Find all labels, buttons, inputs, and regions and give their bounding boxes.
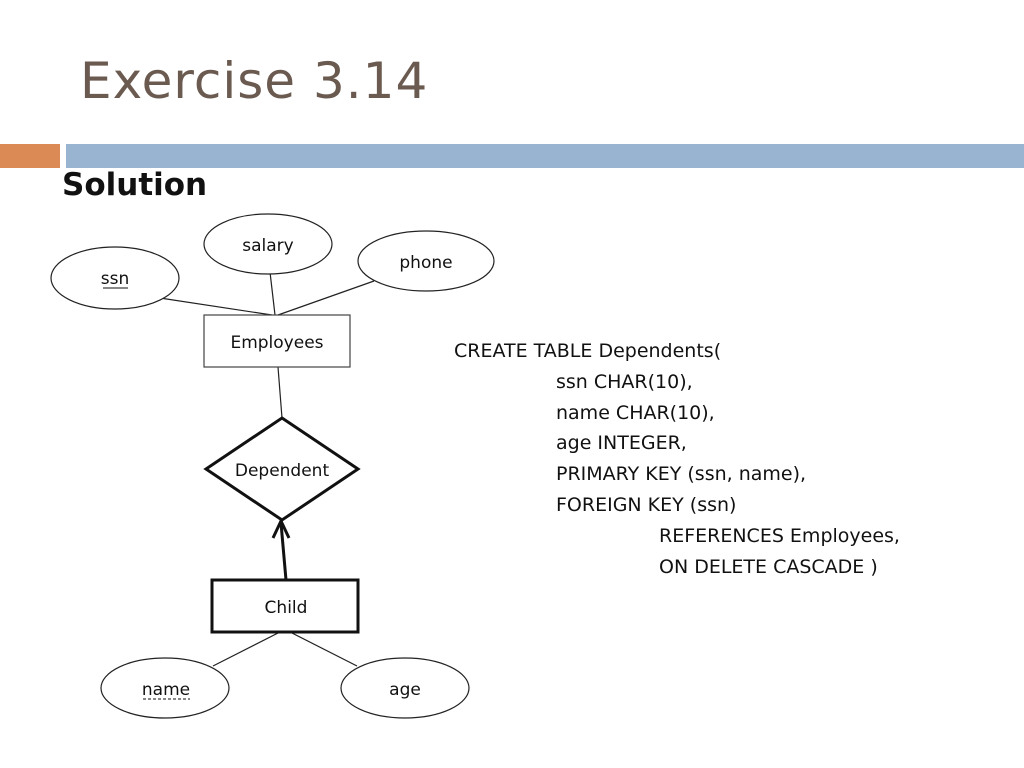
edge-ssn-employees <box>159 297 273 316</box>
relationship-dependent-label: Dependent <box>235 461 330 481</box>
attribute-age-label: age <box>389 680 421 700</box>
sql-line: REFERENCES Employees, <box>659 525 900 547</box>
attribute-ssn: ssn <box>50 246 180 310</box>
sql-line: CREATE TABLE Dependents( <box>454 340 722 362</box>
entity-child-label: Child <box>265 598 308 618</box>
sql-line: age INTEGER, <box>556 432 687 454</box>
sql-line: FOREIGN KEY (ssn) <box>556 494 737 516</box>
attribute-phone-label: phone <box>399 253 452 273</box>
slide-subtitle: Solution <box>62 167 208 203</box>
header-band-orange <box>0 144 60 168</box>
edge-child-name <box>212 631 281 667</box>
slide-title: Exercise 3.14 <box>80 52 429 110</box>
relationship-dependent: Dependent <box>203 416 361 522</box>
header-band-blue <box>66 144 1024 168</box>
attribute-ssn-label: ssn <box>101 269 130 289</box>
sql-line: ON DELETE CASCADE ) <box>659 556 878 578</box>
edge-phone-employees <box>277 280 375 316</box>
attribute-name-label: name <box>142 680 190 700</box>
sql-line: ssn CHAR(10), <box>556 371 693 393</box>
entity-employees: Employees <box>203 314 351 368</box>
attribute-age: age <box>340 657 470 719</box>
edge-child-age <box>289 631 358 667</box>
attribute-phone: phone <box>357 230 495 292</box>
edge-employees-dependent <box>277 366 283 419</box>
attribute-salary: salary <box>203 213 333 275</box>
sql-line: PRIMARY KEY (ssn, name), <box>556 463 807 485</box>
sql-line: name CHAR(10), <box>556 402 715 424</box>
attribute-name: name <box>100 657 230 719</box>
edge-salary-employees <box>269 271 276 316</box>
attribute-salary-label: salary <box>242 236 293 256</box>
edge-child-dependent <box>279 522 288 581</box>
entity-child: Child <box>210 578 360 634</box>
entity-employees-label: Employees <box>230 333 323 353</box>
